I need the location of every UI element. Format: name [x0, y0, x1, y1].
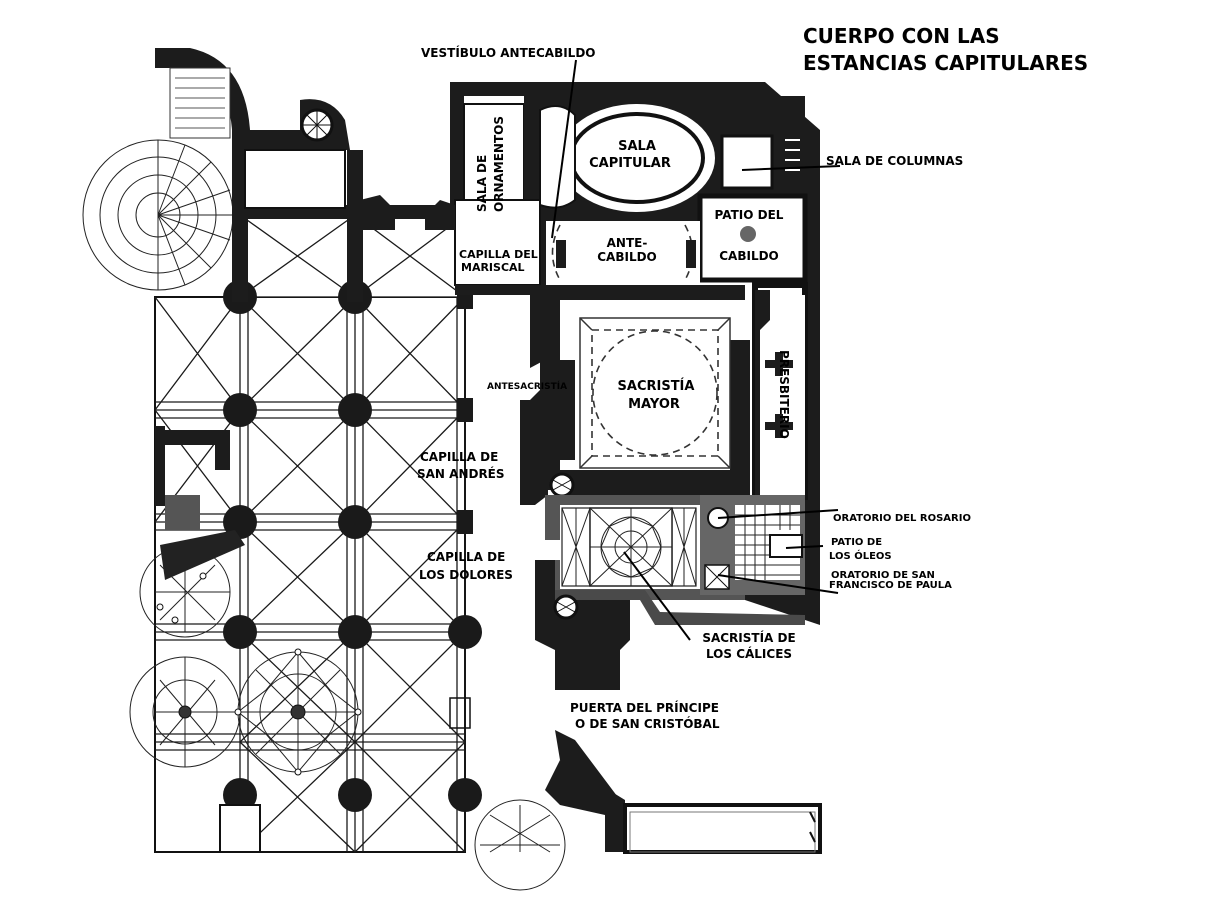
- label-puerta-del-principe-2: O DE SAN CRISTÓBAL: [575, 716, 720, 731]
- calices-plan: [449, 495, 820, 805]
- leader-oratorio-rosario: [717, 509, 839, 519]
- label-sala-de-ornamentos-1: SALA DE: [475, 155, 489, 212]
- label-presbiterio: PRESBITERIO: [777, 350, 791, 439]
- label-patio-de-los-oleos-1: PATIO DE: [831, 537, 882, 548]
- label-capilla-san-andres-1: CAPILLA DE: [420, 450, 498, 464]
- label-capilla-san-andres-2: SAN ANDRÉS: [417, 466, 505, 481]
- room-labels: VESTÍBULO ANTECABILDO SALA DE ORNAMENTOS…: [417, 45, 971, 731]
- label-capilla-de-los-dolores-1: CAPILLA DE: [427, 550, 505, 564]
- label-sacristia-mayor-1: SACRISTÍA: [618, 378, 695, 394]
- leader-patio-oleos: [785, 545, 824, 549]
- label-oratorio-san-francisco-2: FRANCISCO DE PAULA: [829, 580, 952, 591]
- title-line-2: ESTANCIAS CAPITULARES: [803, 51, 1088, 75]
- label-sala-capitular-1: SALA: [618, 139, 656, 154]
- label-antecabildo-1: ANTE-: [607, 236, 648, 250]
- label-sala-de-ornamentos-2: ORNAMENTOS: [492, 116, 506, 212]
- leader-lines: [551, 59, 841, 641]
- presbiterio-plan: [752, 282, 808, 503]
- label-patio-del-cabildo-2: CABILDO: [719, 249, 779, 263]
- label-capilla-del-mariscal-2: MARISCAL: [461, 261, 525, 274]
- nave-vaults: [82, 48, 625, 891]
- label-vestibulo-antecabildo: VESTÍBULO ANTECABILDO: [421, 45, 596, 60]
- label-antecabildo-2: CABILDO: [597, 250, 657, 264]
- label-sacristia-de-los-calices-2: LOS CÁLICES: [706, 646, 792, 661]
- label-sacristia-de-los-calices-1: SACRISTÍA DE: [702, 630, 795, 645]
- title-line-1: CUERPO CON LAS: [803, 24, 1000, 48]
- label-capilla-de-los-dolores-2: LOS DOLORES: [419, 568, 513, 582]
- lower-right-building: [623, 803, 822, 854]
- label-puerta-del-principe-1: PUERTA DEL PRÍNCIPE: [570, 700, 719, 715]
- label-sala-capitular-2: CAPITULAR: [589, 156, 671, 171]
- label-sala-de-columnas: SALA DE COLUMNAS: [826, 154, 963, 168]
- label-oratorio-del-rosario: ORATORIO DEL ROSARIO: [833, 513, 971, 524]
- label-antesacristia: ANTESACRISTÍA: [487, 380, 567, 392]
- label-capilla-del-mariscal-1: CAPILLA DEL: [459, 248, 538, 261]
- capitular-block: [360, 82, 820, 500]
- label-patio-de-los-oleos-2: LOS ÓLEOS: [829, 549, 892, 562]
- label-sacristia-mayor-2: MAYOR: [628, 397, 680, 412]
- leader-calices: [623, 551, 691, 641]
- label-oratorio-san-francisco-1: ORATORIO DE SAN: [831, 570, 935, 581]
- leader-sala-columnas: [741, 165, 841, 171]
- leader-vestibulo: [551, 59, 577, 239]
- leader-oratorio-san-francisco: [717, 574, 839, 594]
- label-patio-del-cabildo-1: PATIO DEL: [715, 208, 784, 222]
- sacristia-mayor-plan: [520, 285, 750, 505]
